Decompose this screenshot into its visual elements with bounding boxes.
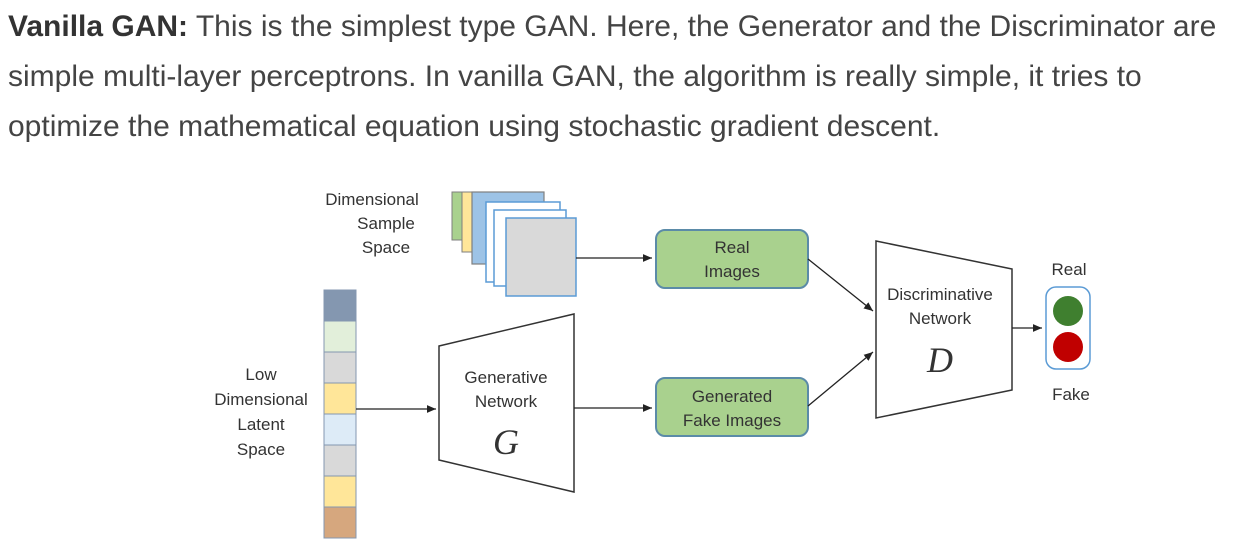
- generator-label-line2: Network: [475, 392, 538, 411]
- latent-vector: [323, 289, 357, 539]
- generator-label-line1: Generative: [464, 368, 547, 387]
- paragraph-lead: Vanilla GAN:: [8, 10, 189, 43]
- fake-images-label-line2: Fake Images: [683, 411, 781, 430]
- discriminator-network: [875, 240, 1013, 419]
- generator-network: [438, 313, 575, 493]
- sample-space-label-line1: Dimensional: [325, 190, 419, 209]
- output-fake-label: Fake: [1052, 385, 1090, 404]
- latent-label-line2: Dimensional: [214, 390, 308, 409]
- output-real-label: Real: [1052, 260, 1087, 279]
- fake-images-label-line1: Generated: [692, 387, 772, 406]
- discriminator-label-line2: Network: [909, 309, 972, 328]
- real-images-label-line1: Real: [715, 238, 750, 257]
- generator-letter: G: [493, 422, 519, 462]
- real-light-icon: [1053, 296, 1083, 326]
- latent-label-line1: Low: [245, 365, 277, 384]
- latent-label-line4: Space: [237, 440, 285, 459]
- sample-space-label-line3: Space: [362, 238, 410, 257]
- latent-label-line3: Latent: [237, 415, 285, 434]
- fake-light-icon: [1053, 332, 1083, 362]
- fake-images-box: [655, 377, 809, 437]
- discriminator-letter: D: [926, 340, 953, 380]
- discriminator-label-line1: Discriminative: [887, 285, 993, 304]
- description-paragraph: Vanilla GAN: This is the simplest type G…: [8, 2, 1238, 152]
- paragraph-text: This is the simplest type GAN. Here, the…: [8, 10, 1217, 143]
- sample-space-label-line2: Sample: [357, 214, 415, 233]
- real-images-label-line2: Images: [704, 262, 760, 281]
- sample-image-stack: [451, 191, 577, 297]
